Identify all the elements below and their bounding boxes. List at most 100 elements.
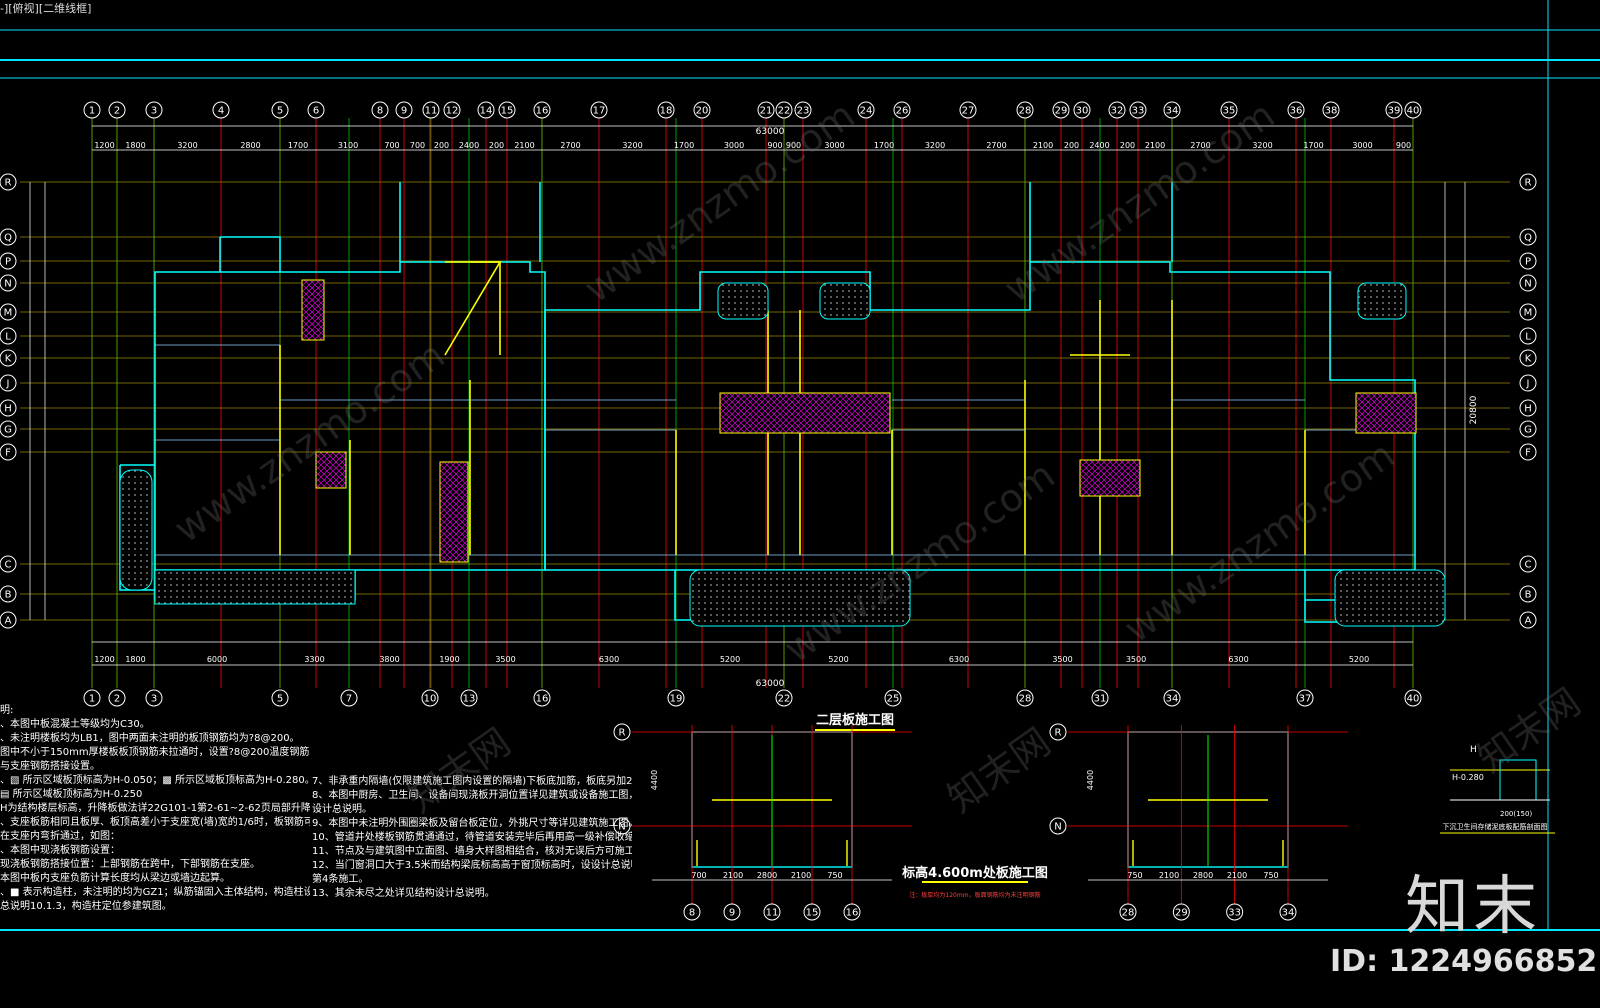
dim-bottom-label: 1200 bbox=[94, 655, 114, 664]
axis-bubble-bottom-16: 16 bbox=[533, 689, 551, 707]
note-line: 、▧ 所示区域板顶标高为H-0.050；▩ 所示区域板顶标高为H-0.280。 bbox=[0, 775, 310, 786]
axis-bubble-top-39: 39 bbox=[1385, 101, 1403, 119]
detail-left-axis-8: 8 bbox=[683, 903, 701, 921]
wall-outline bbox=[220, 236, 281, 272]
svg-text:N: N bbox=[618, 822, 625, 833]
svg-text:H: H bbox=[4, 404, 12, 415]
svg-text:10: 10 bbox=[424, 694, 437, 705]
balcony-hatch-4 bbox=[1334, 569, 1446, 627]
svg-text:A: A bbox=[1525, 616, 1532, 627]
side-h2-label: H-0.280 bbox=[1452, 773, 1484, 782]
detail-right-axis-28: 28 bbox=[1119, 903, 1137, 921]
axis-bubble-bottom-22: 22 bbox=[775, 689, 793, 707]
note-line: 9、本图中未注明外围圈梁板及留台板定位，外挑尺寸等详见建筑施工图。 bbox=[312, 818, 632, 829]
shaft-hatch-4 bbox=[1079, 459, 1141, 497]
shaft-hatch-2 bbox=[315, 451, 347, 489]
svg-text:28: 28 bbox=[1019, 106, 1032, 117]
note-line: H为结构楼层标高，升降板做法详22G101-1第2-61~2-62页局部升降板构… bbox=[0, 803, 310, 814]
svg-text:K: K bbox=[5, 354, 12, 365]
axis-bubble-top-5: 5 bbox=[271, 101, 289, 119]
note-line: ▤ 所示区域板顶标高为H-0.250 bbox=[0, 789, 143, 800]
note-line: 11、节点及与建筑图中立面图、墙身大样图相结合，核对无误后方可施工。 bbox=[312, 846, 632, 857]
svg-text:F: F bbox=[5, 448, 11, 459]
dim-top-label: 200 bbox=[489, 141, 504, 150]
svg-text:8: 8 bbox=[689, 908, 695, 919]
total-dimension-right: 20800 bbox=[1469, 395, 1479, 424]
dim-top-label: 900 bbox=[786, 141, 801, 150]
axis-bubble-bottom-34: 34 bbox=[1163, 689, 1181, 707]
dim-bottom-label: 6300 bbox=[949, 655, 969, 664]
axis-bubble-top-29: 29 bbox=[1052, 101, 1070, 119]
dim-top-label: 3000 bbox=[1352, 141, 1372, 150]
axis-bubble-top-15: 15 bbox=[498, 101, 516, 119]
detail-left-axis-15: 15 bbox=[803, 903, 821, 921]
dim-top-label: 2100 bbox=[1033, 141, 1053, 150]
dim-bottom-label: 6300 bbox=[599, 655, 619, 664]
svg-text:F: F bbox=[1525, 448, 1531, 459]
axis-bubble-top-14: 14 bbox=[477, 101, 495, 119]
svg-text:B: B bbox=[1525, 590, 1532, 601]
axis-bubble-bottom-19: 19 bbox=[667, 689, 685, 707]
detail-right-dim-label: 2100 bbox=[1159, 871, 1179, 880]
note-line: 、本图中板混凝土等级均为C30。 bbox=[0, 719, 150, 730]
svg-text:P: P bbox=[5, 257, 11, 268]
svg-text:29: 29 bbox=[1175, 908, 1188, 919]
svg-text:R: R bbox=[619, 728, 626, 739]
svg-text:40: 40 bbox=[1407, 694, 1420, 705]
stair-hatch-2 bbox=[1355, 392, 1417, 434]
svg-text:38: 38 bbox=[1325, 106, 1338, 117]
note-line: 第4条施工。 bbox=[312, 874, 369, 885]
svg-text:M: M bbox=[1524, 308, 1533, 319]
svg-text:1: 1 bbox=[89, 106, 95, 117]
svg-text:16: 16 bbox=[846, 908, 859, 919]
svg-text:21: 21 bbox=[760, 106, 773, 117]
detail-right-dim-label: 750 bbox=[1127, 871, 1142, 880]
top-balcony-3 bbox=[1357, 282, 1407, 320]
axis-bubble-bottom-5: 5 bbox=[271, 689, 289, 707]
svg-text:P: P bbox=[1525, 257, 1531, 268]
detail-left-row-N: N bbox=[613, 817, 631, 835]
svg-text:24: 24 bbox=[860, 106, 873, 117]
dim-top-label: 2400 bbox=[1089, 141, 1109, 150]
dim-top-label: 1700 bbox=[1303, 141, 1323, 150]
note-line: 在支座内弯折通过，如图： bbox=[0, 831, 120, 842]
dim-bottom-label: 3300 bbox=[304, 655, 324, 664]
balcony-hatch-2 bbox=[119, 469, 153, 591]
axis-bubble-top-38: 38 bbox=[1322, 101, 1340, 119]
axis-bubble-top-30: 30 bbox=[1073, 101, 1091, 119]
svg-text:28: 28 bbox=[1122, 908, 1135, 919]
axis-bubble-top-18: 18 bbox=[657, 101, 675, 119]
dim-bottom-label: 3800 bbox=[379, 655, 399, 664]
dimension-lines bbox=[29, 125, 1466, 666]
axis-bubble-top-16: 16 bbox=[533, 101, 551, 119]
svg-text:5: 5 bbox=[277, 694, 283, 705]
dim-bottom-label: 5200 bbox=[828, 655, 848, 664]
detail-right-axis-29: 29 bbox=[1172, 903, 1190, 921]
svg-text:N: N bbox=[4, 279, 11, 290]
dim-top-label: 200 bbox=[1120, 141, 1135, 150]
detail-left-row-R: R bbox=[613, 723, 631, 741]
axis-bubble-left-A: A bbox=[0, 611, 17, 629]
axis-bubble-top-20: 20 bbox=[693, 101, 711, 119]
axis-bubble-right-A: A bbox=[1519, 611, 1537, 629]
dim-top-label: 2100 bbox=[1145, 141, 1165, 150]
dim-bottom-label: 6000 bbox=[207, 655, 227, 664]
axis-bubble-left-F: F bbox=[0, 443, 17, 461]
axis-bubble-top-6: 6 bbox=[307, 101, 325, 119]
axis-bubble-top-21: 21 bbox=[757, 101, 775, 119]
svg-text:G: G bbox=[4, 425, 12, 436]
svg-text:N: N bbox=[1054, 822, 1061, 833]
svg-text:33: 33 bbox=[1132, 106, 1145, 117]
axis-bubble-top-17: 17 bbox=[590, 101, 608, 119]
detail-right-height-label: 4400 bbox=[1086, 770, 1095, 790]
svg-text:9: 9 bbox=[401, 106, 407, 117]
dim-top-label: 2800 bbox=[240, 141, 260, 150]
svg-text:11: 11 bbox=[766, 908, 779, 919]
axis-bubble-bottom-31: 31 bbox=[1091, 689, 1109, 707]
svg-text:L: L bbox=[1525, 332, 1531, 343]
svg-text:16: 16 bbox=[536, 694, 549, 705]
dim-bottom-label: 3500 bbox=[495, 655, 515, 664]
